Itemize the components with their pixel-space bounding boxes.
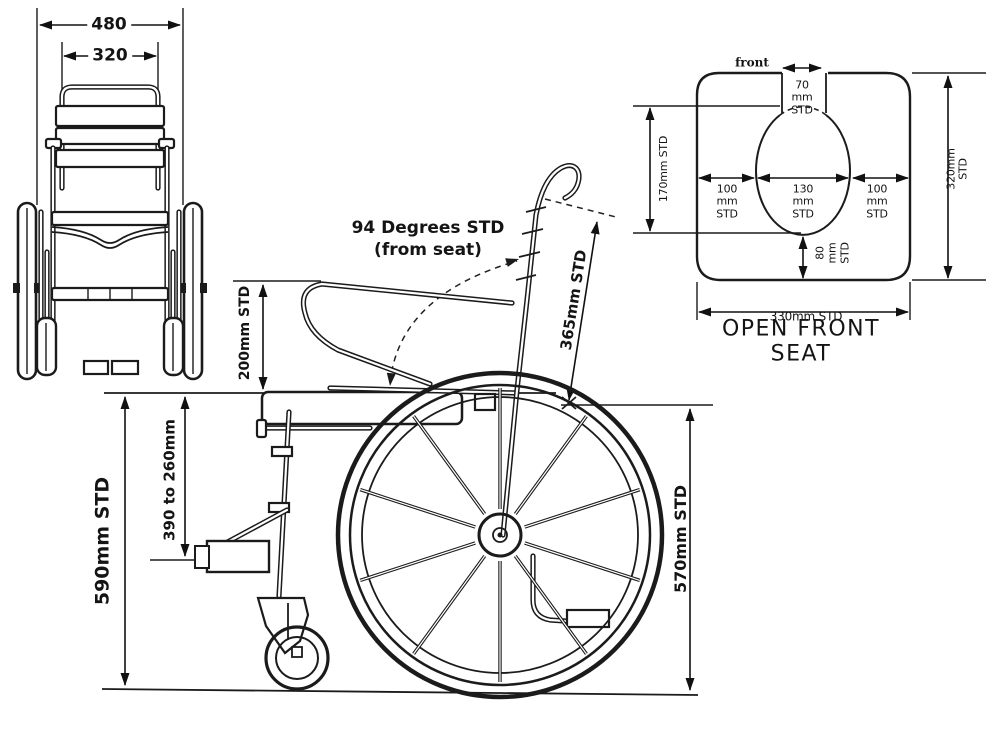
label-overall-height: 590mm STD	[91, 476, 114, 606]
ground-line	[101, 688, 699, 696]
side-view-drawing	[194, 162, 665, 700]
seat-outline	[695, 71, 912, 282]
footrest	[205, 539, 271, 574]
label-right-width: 100 mm STD	[866, 182, 888, 221]
wheel-spokes	[359, 388, 641, 682]
open-front-seat-view	[633, 63, 986, 320]
label-left-width: 100 mm STD	[716, 182, 738, 221]
label-cutout-width: 130 mm STD	[792, 182, 814, 221]
side-view-rear-wheel	[335, 370, 665, 700]
handle-grip	[515, 206, 547, 281]
label-footrest-range: 390 to 260mm	[160, 419, 179, 541]
backrest-slat	[54, 126, 166, 146]
front-view-rear-wheel-left	[13, 201, 39, 381]
label-overall-width: 480	[87, 15, 131, 35]
seat-cutout	[755, 114, 851, 236]
label-backrest-angle: 94 Degrees STD (from seat)	[351, 217, 505, 260]
backrest-slat	[54, 104, 166, 128]
label-backrest-width: 320	[88, 46, 132, 66]
label-armrest-height: 200mm STD	[237, 285, 254, 381]
front-view-caster-left	[35, 249, 58, 377]
front-view-rear-wheel-right	[181, 201, 207, 381]
front-view-caster-right	[162, 249, 185, 377]
wheel-hub	[477, 512, 523, 558]
side-view-caster	[256, 596, 330, 691]
label-seat-front: front	[735, 55, 769, 70]
label-open-front-seat-title: OPEN FRONT SEAT	[721, 316, 881, 366]
label-rear-margin: 80 mm STD	[813, 242, 852, 264]
seat-cushion	[260, 390, 464, 426]
angle-arc	[389, 260, 518, 384]
label-wheel-diameter: 570mm STD	[671, 484, 691, 594]
label-front-gap: 70 mm STD	[791, 78, 813, 117]
label-cutout-offset: 170mm STD	[656, 135, 670, 203]
label-seat-width: 330mm STD	[769, 309, 843, 324]
backrest-slat	[54, 148, 166, 169]
dim-backrest-height	[566, 221, 600, 401]
front-view-drawing	[13, 84, 207, 381]
label-seat-depth: 320mm STD	[944, 148, 970, 190]
